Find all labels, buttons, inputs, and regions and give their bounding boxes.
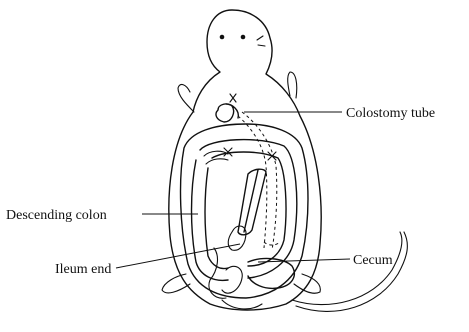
colostomy-tube: [216, 104, 238, 122]
front-leg-right: [288, 72, 297, 98]
descending-colon-left-wall: [192, 160, 229, 280]
cecum: [248, 259, 294, 289]
whiskers: [257, 36, 265, 46]
inner-tube: [238, 169, 266, 235]
descending-colon-loop: [200, 140, 297, 278]
ileum-segment: [228, 226, 246, 250]
leader-ileum-end: [116, 244, 240, 268]
tube-end-dashed: [264, 242, 280, 245]
front-leg-left: [178, 85, 194, 112]
ligature-top: [230, 94, 236, 102]
eye-right: [241, 35, 246, 40]
hind-leg-right: [294, 274, 320, 293]
tail: [292, 232, 407, 311]
label-cecum: Cecum: [353, 253, 393, 268]
label-ileum-end: Ileum end: [55, 262, 111, 277]
intestine-coils: [209, 248, 262, 309]
label-colostomy-tube: Colostomy tube: [346, 106, 435, 121]
eye-left: [220, 35, 225, 40]
label-descending-colon: Descending colon: [6, 208, 107, 223]
